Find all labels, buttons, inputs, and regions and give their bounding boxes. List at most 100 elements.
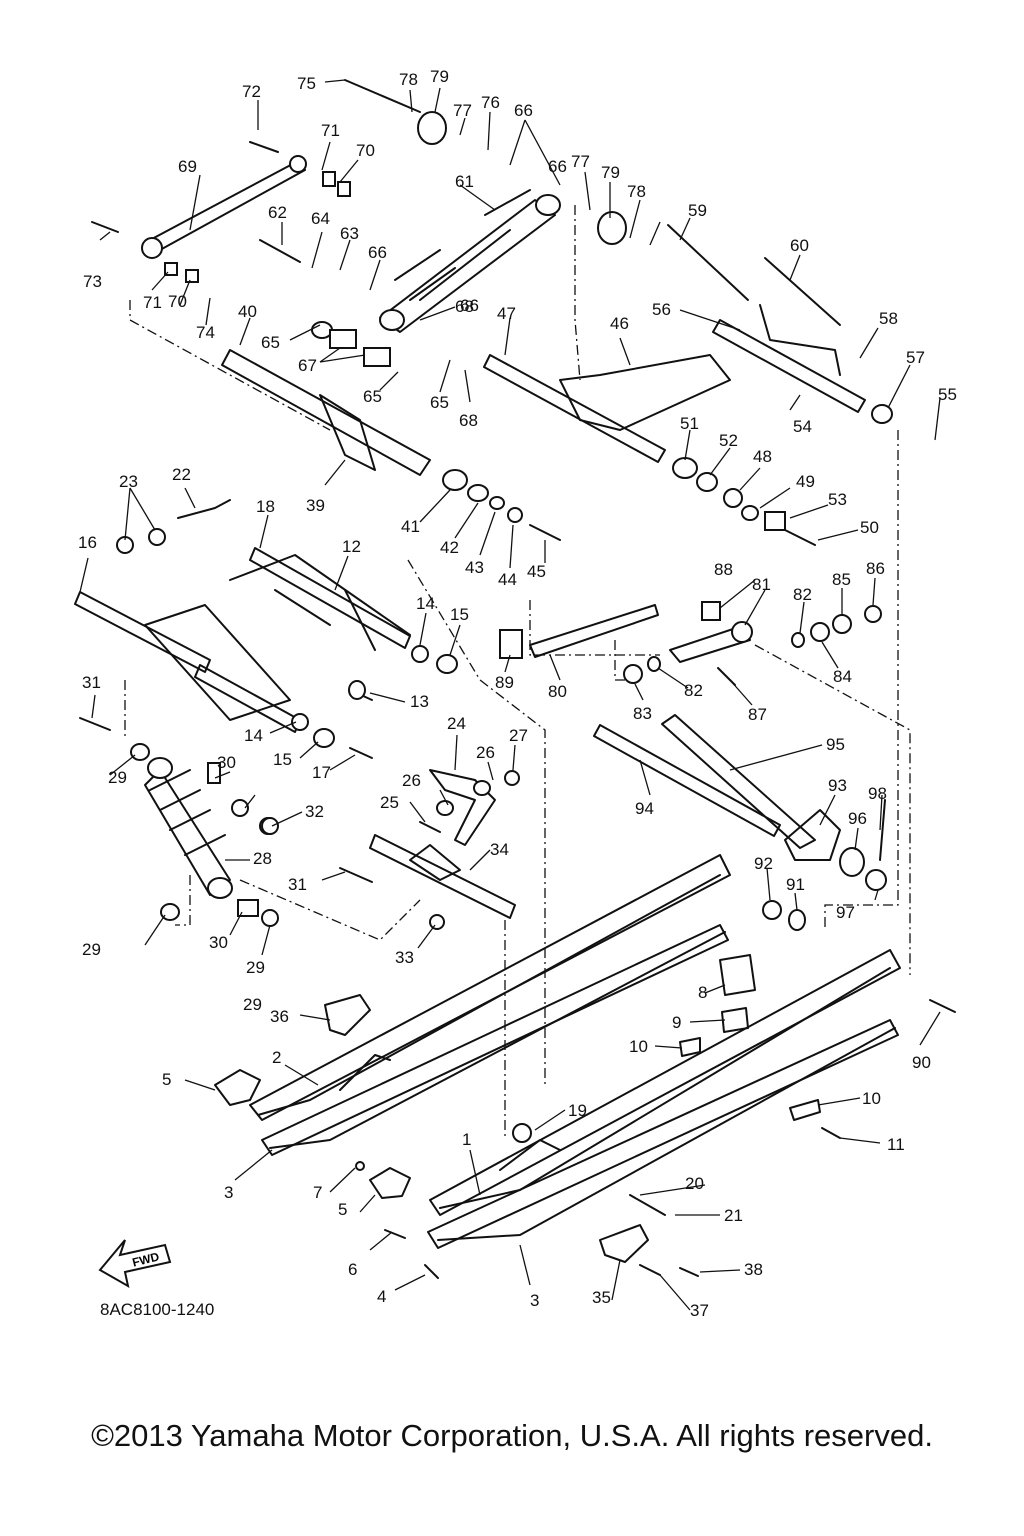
callout-51: 51 [680, 414, 699, 433]
callout-77: 77 [453, 101, 472, 120]
callout-12: 12 [342, 537, 361, 556]
callout-23: 23 [119, 472, 138, 491]
rear-pivot-arm [483, 224, 893, 463]
callout-66: 66 [548, 157, 567, 176]
pivot-washers [442, 457, 816, 546]
callout-61: 61 [455, 172, 474, 191]
callout-55: 55 [938, 385, 957, 404]
callout-46: 46 [610, 314, 629, 333]
callout-53: 53 [828, 490, 847, 509]
callout-22: 22 [172, 465, 191, 484]
callout-17: 17 [312, 763, 331, 782]
callout-31: 31 [288, 875, 307, 894]
callout-15: 15 [450, 605, 469, 624]
callout-96: 96 [848, 809, 867, 828]
callout-26: 26 [476, 743, 495, 762]
callout-65: 65 [430, 393, 449, 412]
callout-84: 84 [833, 667, 852, 686]
callout-91: 91 [786, 875, 805, 894]
callout-79: 79 [601, 163, 620, 182]
callout-95: 95 [826, 735, 845, 754]
copyright-notice: ©2013 Yamaha Motor Corporation, U.S.A. A… [91, 1418, 933, 1453]
callout-28: 28 [253, 849, 272, 868]
callout-66: 66 [368, 243, 387, 262]
fwd-label: FWD [131, 1249, 161, 1269]
callout-67: 67 [298, 356, 317, 375]
reference-lines [124, 205, 911, 1140]
callout-26: 26 [402, 771, 421, 790]
callout-89: 89 [495, 673, 514, 692]
callout-14: 14 [244, 726, 263, 745]
callout-97: 97 [836, 903, 855, 922]
callout-49: 49 [796, 472, 815, 491]
callout-9: 9 [672, 1013, 681, 1032]
callout-43: 43 [465, 558, 484, 577]
callout-18: 18 [256, 497, 275, 516]
front-shock-absorber [379, 189, 561, 333]
callout-76: 76 [481, 93, 500, 112]
callout-37: 37 [690, 1301, 709, 1320]
callout-69: 69 [178, 157, 197, 176]
callout-10: 10 [629, 1037, 648, 1056]
callout-24: 24 [447, 714, 466, 733]
rear-idler-shaft [593, 714, 887, 931]
callout-2: 2 [272, 1048, 281, 1067]
callout-68: 68 [459, 411, 478, 430]
parts-diagram: FWD [74, 67, 957, 1320]
callout-58: 58 [879, 309, 898, 328]
slide-rail-left [249, 854, 731, 1156]
callout-73: 73 [83, 272, 102, 291]
callout-75: 75 [297, 74, 316, 93]
callout-21: 21 [724, 1206, 743, 1225]
callout-11: 11 [887, 1135, 905, 1154]
callout-20: 20 [685, 1174, 704, 1193]
callout-13: 13 [410, 692, 429, 711]
callout-92: 92 [754, 854, 773, 873]
callout-63: 63 [340, 224, 359, 243]
callout-16: 16 [78, 533, 97, 552]
callout-35: 35 [592, 1288, 611, 1307]
callout-30: 30 [217, 753, 236, 772]
callout-14: 14 [416, 594, 435, 613]
callout-82: 82 [684, 681, 703, 700]
rear-shock-bracket [261, 680, 520, 930]
callout-78: 78 [399, 70, 418, 89]
callout-29: 29 [243, 995, 262, 1014]
callout-59: 59 [688, 201, 707, 220]
callout-45: 45 [527, 562, 546, 581]
callout-6: 6 [348, 1260, 357, 1279]
callout-66: 66 [514, 101, 533, 120]
callout-52: 52 [719, 431, 738, 450]
callout-50: 50 [860, 518, 879, 537]
callout-56: 56 [652, 300, 671, 319]
callout-5: 5 [338, 1200, 347, 1219]
main-slide-frame [74, 499, 458, 759]
rear-arm-rod [499, 601, 882, 686]
callout-44: 44 [498, 570, 517, 589]
callout-60: 60 [790, 236, 809, 255]
callout-94: 94 [635, 799, 654, 818]
rear-arm-assembly [91, 79, 627, 283]
callout-7: 7 [313, 1183, 322, 1202]
callout-34: 34 [490, 840, 509, 859]
callout-80: 80 [548, 682, 567, 701]
callout-98: 98 [868, 784, 887, 803]
callout-70: 70 [168, 292, 187, 311]
rear-shock-absorber [79, 717, 279, 927]
callout-87: 87 [748, 705, 767, 724]
callout-29: 29 [246, 958, 265, 977]
callout-29: 29 [108, 768, 127, 787]
callout-54: 54 [793, 417, 812, 436]
callout-39: 39 [306, 496, 325, 515]
callout-41: 41 [401, 517, 420, 536]
callout-38: 38 [744, 1260, 763, 1279]
callout-30: 30 [209, 933, 228, 952]
callout-71: 71 [143, 293, 162, 312]
callout-5: 5 [162, 1070, 171, 1089]
callout-66: 66 [460, 296, 479, 315]
callout-48: 48 [753, 447, 772, 466]
callout-74: 74 [196, 323, 215, 342]
callout-83: 83 [633, 704, 652, 723]
callout-32: 32 [305, 802, 324, 821]
callout-10: 10 [862, 1089, 881, 1108]
